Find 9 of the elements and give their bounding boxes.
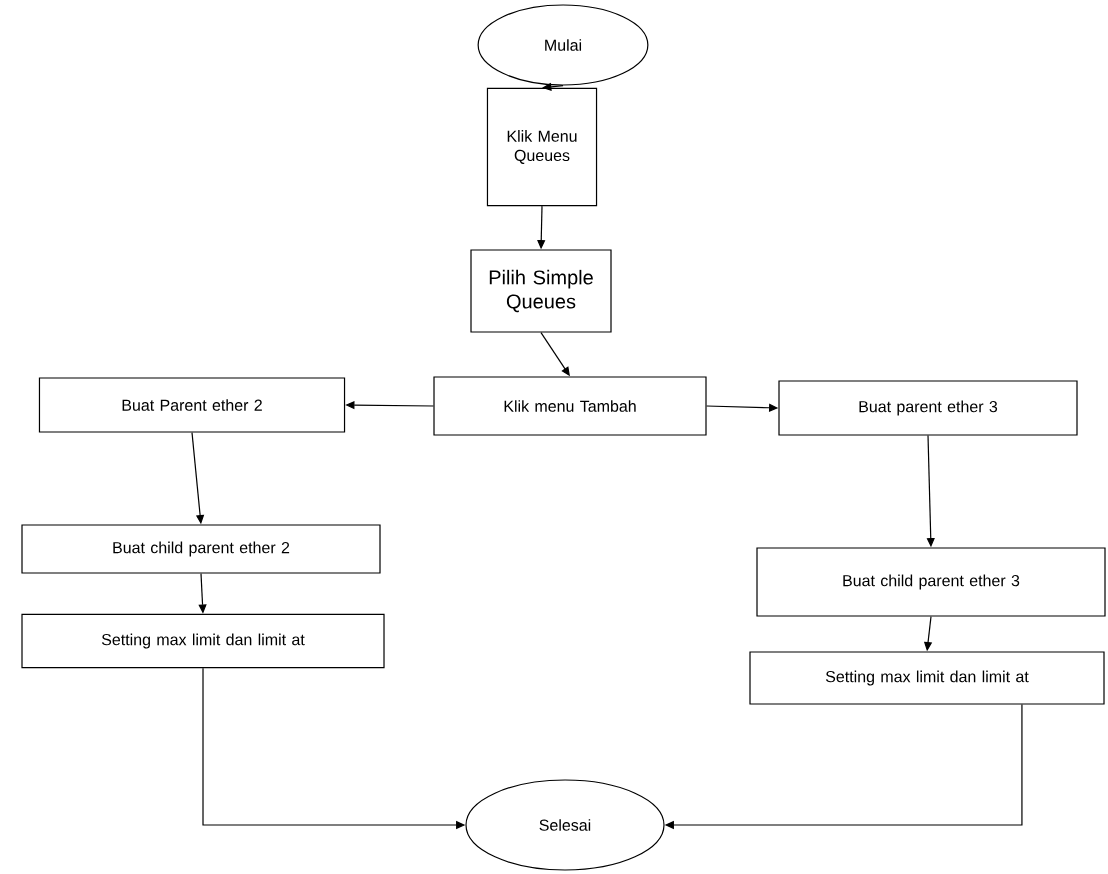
process-box: Pilih Simple Queues bbox=[470, 249, 612, 333]
process-box: Klik Menu Queues bbox=[486, 87, 598, 207]
process-box: Buat child parent ether 3 bbox=[756, 547, 1106, 617]
process-box: Klik menu Tambah bbox=[433, 376, 707, 436]
process-box: Setting max limit dan limit at bbox=[21, 613, 385, 669]
process-box: Buat Parent ether 2 bbox=[38, 377, 346, 433]
process-box: Setting max limit dan limit at bbox=[749, 651, 1105, 705]
process-box: Buat child parent ether 2 bbox=[21, 524, 381, 574]
process-box: Buat parent ether 3 bbox=[778, 380, 1078, 436]
